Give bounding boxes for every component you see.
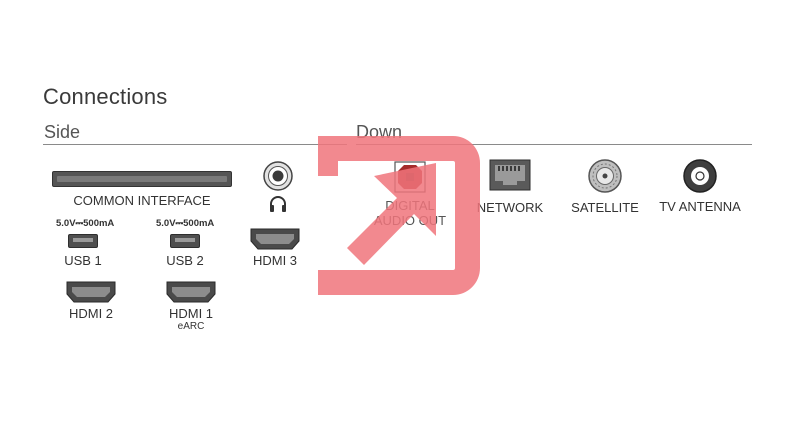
usb2-spec: 5.0V⎓500mA — [156, 218, 215, 229]
hdmi3-port — [250, 228, 300, 250]
tv-antenna-port — [683, 159, 717, 193]
common-interface-label: COMMON INTERFACE — [73, 193, 211, 208]
tv-antenna-label: TV ANTENNA — [659, 199, 741, 214]
usb1-port — [68, 234, 98, 248]
hdmi1-label: HDMI 1 — [168, 306, 214, 321]
page-title: Connections — [43, 84, 168, 109]
usb2-label: USB 2 — [166, 253, 204, 268]
usb2-port — [170, 234, 200, 248]
headphone-jack — [263, 161, 293, 191]
hdmi1-earc-label: eARC — [177, 321, 205, 332]
hdmi2-label: HDMI 2 — [68, 306, 114, 321]
headphone-icon — [270, 196, 286, 212]
network-label: NETWORK — [476, 200, 544, 215]
common-interface-slot — [52, 171, 232, 187]
down-divider — [356, 144, 752, 145]
optical-port — [394, 161, 426, 193]
satellite-port — [588, 159, 622, 193]
usb1-label: USB 1 — [64, 253, 102, 268]
hdmi1-port — [166, 281, 216, 303]
digital-audio-out-label-line1: DIGITAL — [385, 198, 435, 213]
hdmi2-port — [66, 281, 116, 303]
hdmi3-label: HDMI 3 — [252, 253, 298, 268]
section-label-side: Side — [44, 122, 81, 142]
digital-audio-out-label-line2: AUDIO OUT — [373, 213, 447, 228]
network-port — [489, 159, 531, 191]
section-label-down: Down — [356, 122, 403, 142]
usb1-spec: 5.0V⎓500mA — [56, 218, 115, 229]
satellite-label: SATELLITE — [571, 200, 639, 215]
side-divider — [43, 144, 347, 145]
